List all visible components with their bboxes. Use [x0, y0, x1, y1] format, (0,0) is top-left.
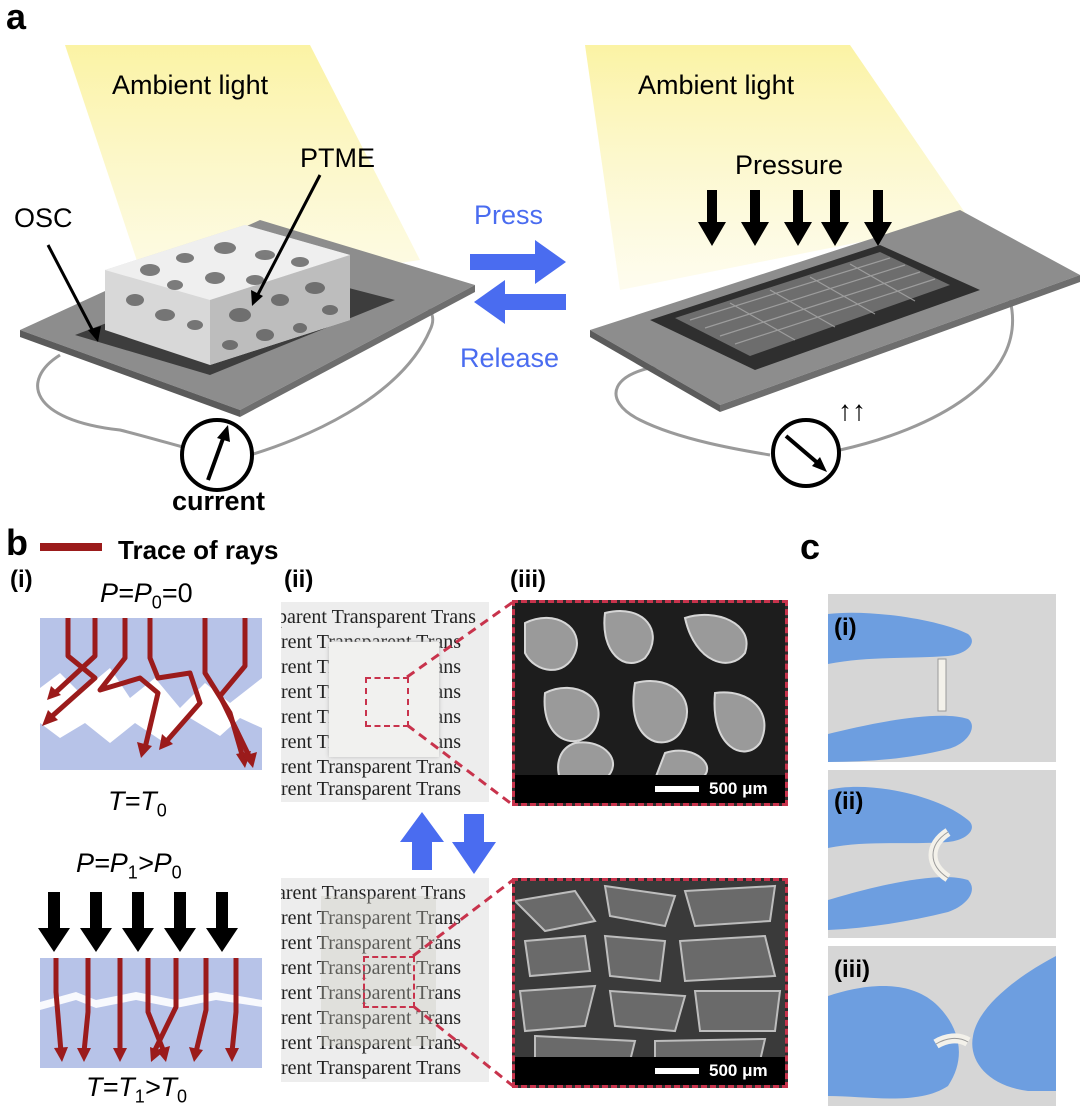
panel-c-sub-i: (i) [834, 614, 857, 642]
flex-photo-i: (i) [828, 594, 1056, 762]
panel-c-sub-iii: (iii) [834, 956, 870, 984]
scalebar-bottom: 500 μm [515, 1057, 785, 1085]
scalebar-top-label: 500 μm [709, 779, 768, 799]
sem-image-compressed: 500 μm [512, 878, 788, 1088]
panel-c-sub-ii: (ii) [834, 788, 863, 816]
scalebar-bottom-label: 500 μm [709, 1061, 768, 1081]
flex-photo-iii: (iii) [828, 946, 1056, 1106]
sem-image-uncompressed: 500 μm [512, 600, 788, 806]
flex-photo-ii: (ii) [828, 770, 1056, 938]
scalebar-top: 500 μm [515, 775, 785, 803]
panel-c-letter: c [800, 526, 820, 568]
